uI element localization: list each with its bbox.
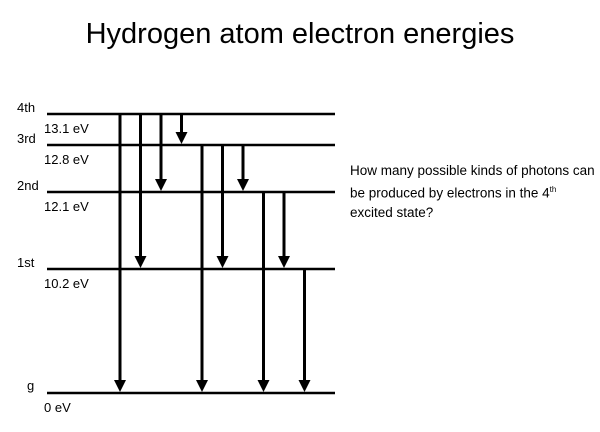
arrowhead-icon <box>298 380 311 392</box>
arrowhead-icon <box>278 256 290 268</box>
question-part-1: How many possible kinds of photons can b… <box>350 163 595 201</box>
question-text: How many possible kinds of photons can b… <box>350 161 600 222</box>
level-energy-label: 0 eV <box>44 400 71 415</box>
diagram-title: Hydrogen atom electron energies <box>85 18 515 50</box>
arrowhead-icon <box>134 256 147 268</box>
arrowhead-icon <box>196 380 208 392</box>
question-part-2: excited state? <box>350 204 434 220</box>
arrowhead-icon <box>216 256 229 268</box>
level-energy-label: 10.2 eV <box>44 276 89 291</box>
arrowhead-icon <box>114 380 126 392</box>
level-energy-label: 13.1 eV <box>44 121 89 136</box>
level-name-label: 2nd <box>17 178 39 193</box>
question-superscript: th <box>549 185 557 194</box>
level-name-label: g <box>27 378 34 393</box>
level-name-label: 4th <box>17 100 35 115</box>
level-energy-label: 12.8 eV <box>44 152 89 167</box>
arrowhead-icon <box>155 179 167 191</box>
level-name-label: 3rd <box>17 131 36 146</box>
arrowhead-icon <box>175 132 188 144</box>
level-name-label: 1st <box>17 255 35 270</box>
level-energy-label: 12.1 eV <box>44 199 89 214</box>
arrowhead-icon <box>237 179 249 191</box>
arrowhead-icon <box>257 380 270 392</box>
